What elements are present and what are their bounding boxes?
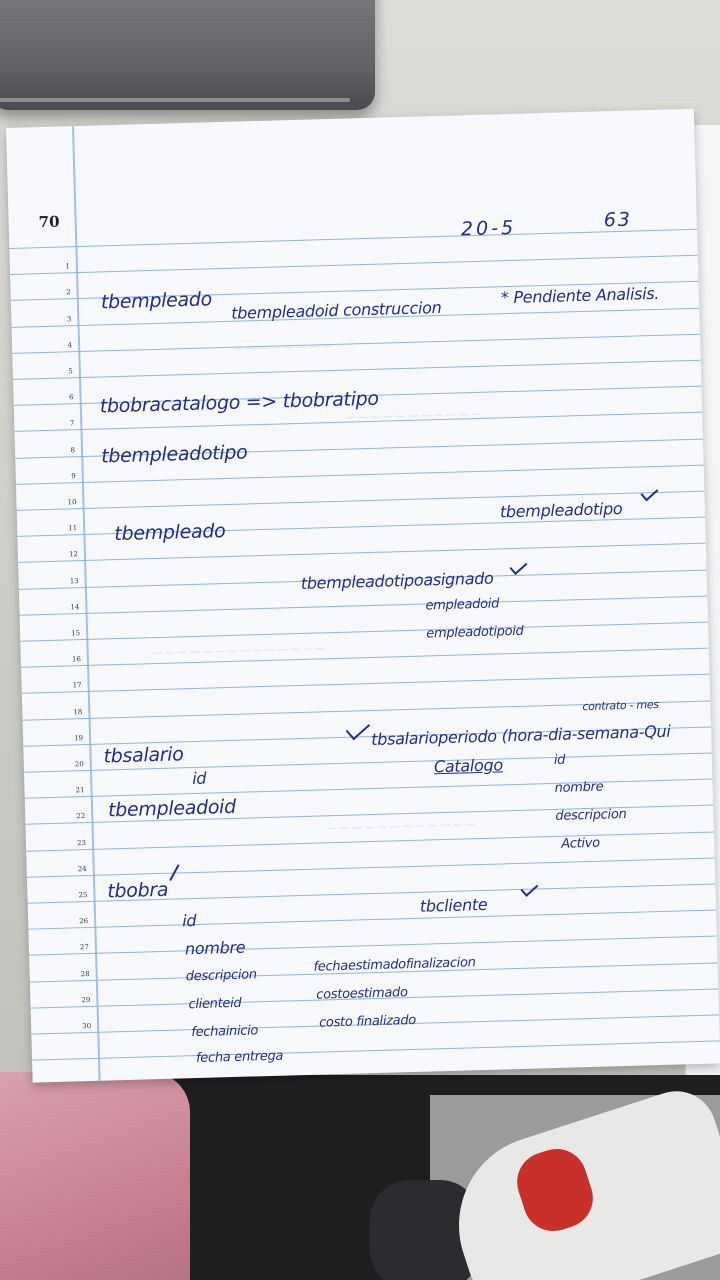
note-empleadoid: empleadoid: [425, 596, 500, 614]
ruled-line: [24, 778, 713, 799]
ruled-line: [29, 935, 717, 957]
line-number: 5: [68, 367, 73, 376]
line-number: 27: [79, 943, 90, 952]
note-tbempleadotipo: tbempleadotipo: [100, 441, 248, 468]
line-number: 9: [71, 471, 76, 481]
line-number: 24: [77, 864, 87, 874]
note-tbempleadotipo-2: tbempleadotipo: [499, 498, 623, 522]
line-number: 13: [69, 576, 79, 585]
line-number: 18: [73, 707, 83, 716]
note-tbobracatalogo: tbobracatalogo => tbobratipo: [99, 387, 380, 418]
note-pendiente: * Pendiente Analisis.: [500, 283, 660, 308]
line-number: 21: [75, 786, 85, 795]
line-number: 20: [74, 760, 84, 769]
ruled-line: [21, 673, 710, 695]
note-tbobra: tbobra: [107, 878, 169, 903]
ruled-line: [20, 621, 709, 642]
laptop: [0, 0, 375, 110]
ruled-line: [18, 543, 706, 564]
note-catalogo: Catalogo: [433, 755, 504, 777]
note-tbempleado: tbempleado: [100, 288, 213, 314]
line-number: 17: [72, 681, 82, 690]
note-fechaestimadofinalizacion: fechaestimadofinalizacion: [313, 955, 476, 975]
line-number: 28: [80, 969, 90, 978]
line-number: 4: [67, 341, 73, 350]
line-number: 11: [68, 524, 78, 533]
line-number: 23: [76, 838, 87, 847]
note-costoestimado: costoestimado: [316, 985, 408, 1003]
line-number: 12: [68, 550, 79, 559]
note-id-obra: id: [181, 911, 197, 931]
note-nombre: nombre: [554, 779, 604, 796]
ruled-line: [12, 333, 701, 354]
check-mark: [509, 557, 528, 576]
ruled-line: [15, 464, 704, 485]
note-id-2: id: [553, 752, 566, 768]
note-clienteid: clienteid: [188, 995, 242, 1013]
line-number: 29: [81, 995, 91, 1005]
bleed-through: ~~~~~~~~~~~~: [325, 815, 477, 838]
ruled-line: [9, 228, 698, 249]
note-empleadotipoid: empleadotipoid: [426, 623, 524, 642]
note-fecha-entrega: fecha entrega: [195, 1048, 284, 1067]
line-number: 6: [68, 393, 74, 402]
line-number: 22: [76, 812, 86, 821]
note-costo-finalizado: costo finalizado: [318, 1012, 417, 1031]
note-activo: Activo: [561, 835, 601, 852]
ruled-line: [28, 909, 717, 930]
line-number: 25: [78, 891, 88, 900]
note-descripcion-obra: descripcion: [185, 967, 257, 985]
line-number: 14: [70, 602, 80, 612]
ruled-line: [32, 1040, 720, 1061]
note-nombre-obra: nombre: [184, 937, 246, 959]
check-mark: [169, 864, 187, 885]
line-number: 10: [67, 498, 77, 507]
line-number: 30: [82, 1021, 92, 1031]
note-tbempleadoid-construccion: tbempleadoid construccion: [230, 297, 442, 323]
note-descripcion: descripcion: [555, 806, 627, 824]
note-tbsalario: tbsalario: [103, 743, 184, 768]
line-number: 1: [65, 262, 71, 271]
note-tbsalarioperiodo: tbsalarioperiodo (hora-dia-semana-Qui: [370, 721, 671, 750]
pink-sleeve: [0, 1072, 190, 1280]
line-number: 7: [69, 419, 75, 428]
note-tbempleadotipoasignado: tbempleadotipoasignado: [300, 568, 494, 593]
note-fechainicio: fechainicio: [191, 1023, 259, 1041]
ruled-line: [26, 857, 715, 878]
ruled-line: [13, 359, 701, 380]
line-number: 2: [66, 288, 71, 297]
note-tbempleadoid: tbempleadoid: [107, 795, 237, 822]
ruled-line: [19, 595, 708, 616]
top-right-number: 63: [603, 208, 633, 232]
check-mark: [640, 483, 659, 502]
line-number: 16: [71, 655, 81, 664]
bleed-through: ~~~~~~~~: [232, 336, 334, 358]
note-tbempleado-2: tbempleado: [114, 520, 226, 546]
note-contrato-mes: contrato - mes: [582, 698, 659, 714]
date: 20-5: [460, 216, 517, 241]
ruled-line: [10, 254, 698, 276]
line-number: 3: [66, 314, 72, 323]
note-tbcliente: tbcliente: [419, 894, 488, 916]
line-number: 8: [70, 445, 76, 454]
line-number: 26: [79, 917, 89, 926]
line-number: 19: [74, 733, 84, 743]
note-id: id: [191, 768, 207, 789]
laptop-edge: [0, 98, 350, 102]
line-number: 15: [71, 629, 81, 638]
page-number: 70: [38, 212, 60, 232]
ruled-line: [21, 647, 709, 668]
check-mark: [520, 879, 539, 897]
